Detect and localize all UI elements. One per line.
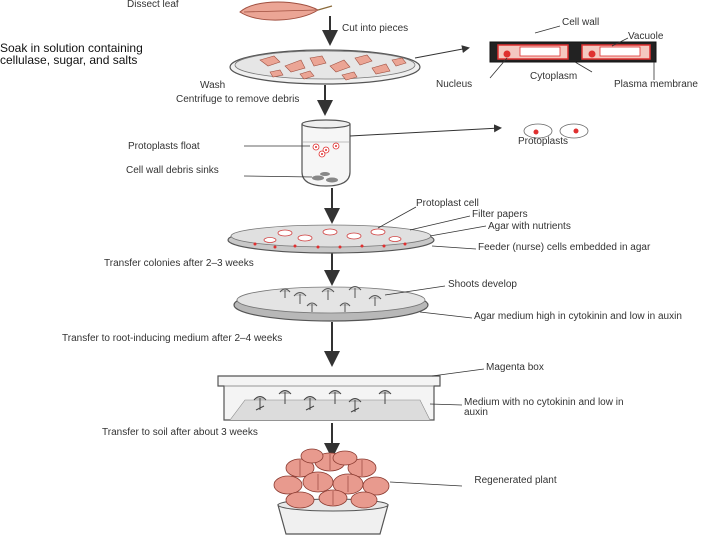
label-cytoplasm: Cytoplasm — [530, 71, 578, 82]
label-transfer-root-inducing: Transfer to root-inducing medium after 2… — [62, 333, 283, 344]
label-cell-wall-debris-sinks: Cell wall debris sinks — [126, 165, 219, 176]
label-medium-no-cytokinin: Medium with no cytokinin and low in auxi… — [464, 397, 624, 418]
magenta-box — [217, 368, 485, 421]
culture-dish-shoots — [233, 285, 473, 322]
label-centrifuge: Centrifuge to remove debris — [176, 94, 300, 105]
plant-cells-inset — [489, 25, 657, 80]
centrifuge-tube — [243, 119, 502, 187]
regenerated-plant — [273, 448, 463, 535]
label-regenerated-plant: Regenerated plant — [474, 475, 557, 486]
flow-arrows — [317, 16, 340, 459]
label-feeder-cells: Feeder (nurse) cells embedded in agar — [478, 242, 651, 253]
label-wash: Wash — [200, 80, 226, 91]
label-agar-medium-high: Agar medium high in cytokinin and low in… — [474, 311, 682, 322]
label-transfer-soil: Transfer to soil after about 3 weeks — [102, 427, 258, 438]
leaf-shape — [239, 1, 333, 21]
label-protoplasts-float: Protoplasts float — [128, 141, 200, 152]
free-protoplasts — [523, 123, 589, 139]
label-magenta-box: Magenta box — [486, 362, 544, 373]
label-protoplast-cell: Protoplast cell — [416, 198, 479, 209]
label-filter-papers: Filter papers — [472, 209, 528, 220]
label-soak-in-solution: Soak in solution containing cellulase, s… — [0, 41, 143, 67]
label-protoplasts: Protoplasts — [518, 136, 569, 147]
label-transfer-colonies: Transfer colonies after 2–3 weeks — [104, 258, 254, 269]
label-cell-wall: Cell wall — [562, 17, 600, 28]
label-agar-with-nutrients: Agar with nutrients — [488, 221, 571, 232]
petri-dish-pieces — [229, 45, 470, 85]
label-cut-into-pieces: Cut into pieces — [342, 23, 409, 34]
label-vacuole: Vacuole — [628, 31, 664, 42]
label-plasma-membrane: Plasma membrane — [614, 79, 698, 90]
label-nucleus: Nucleus — [436, 79, 473, 90]
label-shoots-develop: Shoots develop — [448, 279, 517, 290]
culture-dish-protoplasts — [227, 206, 487, 254]
label-dissect-leaf: Dissect leaf — [127, 0, 179, 10]
